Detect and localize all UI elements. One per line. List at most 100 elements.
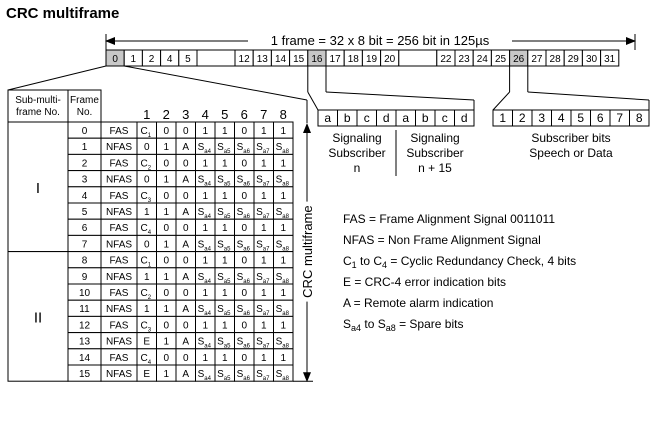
bit-value: 1 [261, 191, 267, 202]
ts16-zoom-right-b [325, 91, 475, 101]
frame-number: 12 [79, 320, 91, 331]
timeslot-label: 14 [275, 54, 287, 65]
bit-value: Sa8 [276, 369, 290, 382]
timeslot-label: 4 [167, 54, 173, 65]
bit-value: 1 [163, 207, 169, 218]
frame-type: NFAS [106, 304, 132, 315]
bit-value: E [143, 337, 150, 348]
bit-value: Sa7 [256, 142, 270, 155]
bit-value: Sa4 [198, 369, 212, 382]
timeslot-label: 13 [257, 54, 269, 65]
bit-value: 0 [163, 353, 169, 364]
timeslot-label: 31 [604, 54, 616, 65]
frame-type: NFAS [106, 337, 132, 348]
frame-type: NFAS [106, 239, 132, 250]
timeslot-label: 2 [149, 54, 155, 65]
bit-value: 0 [183, 191, 189, 202]
submultiframe-cell [7, 121, 69, 253]
frame-number: 4 [82, 191, 88, 202]
frame-number: 5 [82, 207, 88, 218]
bit-value: 0 [144, 239, 150, 250]
bit-value: Sa5 [217, 239, 231, 252]
timeslot-label: 22 [440, 54, 452, 65]
frame-number: 0 [82, 126, 88, 137]
bit-value: Sa7 [256, 369, 270, 382]
bit-value: 0 [163, 223, 169, 234]
bit-value: Sa7 [256, 207, 270, 220]
zoom-line-left [7, 65, 107, 91]
bit-value: Sa6 [237, 175, 251, 188]
bit-number-label: 2 [163, 107, 170, 122]
bit-value: 0 [144, 142, 150, 153]
subscriber-bit: 8 [636, 111, 643, 125]
frame-type: NFAS [106, 207, 132, 218]
timeslot-label: 30 [586, 54, 598, 65]
ts16-zoom-left-b [307, 91, 319, 111]
bit-value: 0 [163, 288, 169, 299]
bit-value: 0 [241, 191, 247, 202]
legend-item: E = CRC-4 error indication bits [343, 275, 506, 289]
header-submultiframe-cell [7, 89, 69, 123]
bit-number-label: 4 [202, 107, 209, 122]
timeslot-gap [398, 49, 438, 67]
bit-value: A [182, 369, 189, 380]
frame-number: 10 [79, 288, 91, 299]
bit-value: 0 [183, 288, 189, 299]
bit-value: 0 [163, 256, 169, 267]
bit-number-label: 6 [241, 107, 248, 122]
bit-value: Sa8 [276, 304, 290, 317]
bit-value: Sa5 [217, 142, 231, 155]
crc-multiframe-label: CRC multiframe [300, 205, 315, 297]
timeslot-label: 25 [495, 54, 507, 65]
bit-value: Sa4 [198, 272, 212, 285]
bit-value: 0 [241, 288, 247, 299]
bit-value: Sa6 [237, 369, 251, 382]
bit-value: A [182, 207, 189, 218]
bit-value: 1 [144, 304, 150, 315]
bit-value: 1 [261, 256, 267, 267]
bit-value: Sa5 [217, 304, 231, 317]
bit-value: 1 [261, 158, 267, 169]
bit-value: 0 [144, 175, 150, 186]
bit-value: 1 [261, 288, 267, 299]
bit-value: 1 [163, 304, 169, 315]
timeslot-cell [600, 49, 620, 67]
legend-item: NFAS = Non Frame Alignment Signal [343, 233, 541, 247]
bit-value: 1 [202, 288, 208, 299]
bit-value: 0 [183, 320, 189, 331]
bit-value: 1 [261, 126, 267, 137]
subscriber-bit: 4 [558, 111, 565, 125]
frame-number: 3 [82, 175, 88, 186]
bit-number-label: 3 [182, 107, 189, 122]
frame-type: NFAS [106, 369, 132, 380]
bit-value: C1 [140, 256, 151, 269]
bit-value: A [182, 175, 189, 186]
bit-value: 1 [280, 158, 286, 169]
bit-value: 1 [163, 175, 169, 186]
bit-value: 1 [222, 320, 228, 331]
bit-value: Sa8 [276, 272, 290, 285]
bit-value: 1 [280, 223, 286, 234]
bit-value: 0 [241, 158, 247, 169]
legend-item: A = Remote alarm indication [343, 296, 493, 310]
bit-value: Sa6 [237, 142, 251, 155]
signaling-left-line3: n [354, 161, 361, 175]
bit-value: Sa7 [256, 272, 270, 285]
bit-value: Sa7 [256, 239, 270, 252]
bit-value: 1 [144, 272, 150, 283]
bit-value: E [143, 369, 150, 380]
subscriber-bit: 7 [616, 111, 623, 125]
bit-value: 1 [280, 256, 286, 267]
bit-value: Sa6 [237, 337, 251, 350]
signaling-bit: d [383, 111, 390, 125]
bit-value: Sa4 [198, 207, 212, 220]
bit-value: Sa5 [217, 337, 231, 350]
subscriber-bit: 1 [499, 111, 506, 125]
bit-value: A [182, 239, 189, 250]
frame-number: 8 [82, 256, 88, 267]
bit-value: 1 [202, 223, 208, 234]
bit-value: Sa6 [237, 239, 251, 252]
bit-value: A [182, 272, 189, 283]
diagram-title: CRC multiframe [6, 5, 120, 22]
signaling-right-line3: n + 15 [418, 161, 452, 175]
